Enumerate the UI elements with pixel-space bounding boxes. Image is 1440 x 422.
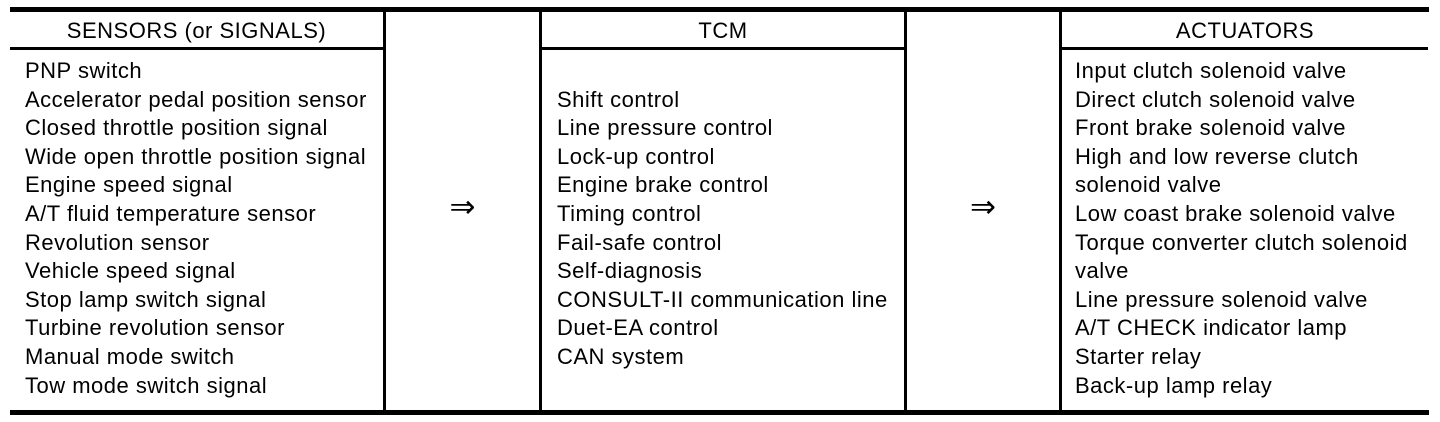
item-line: Closed throttle position signal: [25, 115, 328, 141]
top-rule: [10, 7, 1429, 12]
item-line: CONSULT-II communication line: [557, 286, 888, 312]
list-item: Tow mode switch signal: [25, 372, 381, 401]
list-item: Torque converter clutch solenoid valve: [1075, 229, 1427, 286]
actuators-column-header: ACTUATORS: [1175, 18, 1315, 43]
list-item: Closed throttle position signal: [25, 114, 381, 143]
item-line: CAN system: [557, 343, 685, 369]
list-item: A/T CHECK indicator lamp: [1075, 314, 1427, 343]
list-item: A/T fluid temperature sensor: [25, 200, 381, 229]
sensors-box-right-border: [383, 7, 386, 415]
list-item: Wide open throttle position signal: [25, 143, 381, 172]
list-item: Line pressure solenoid valve: [1075, 286, 1427, 315]
list-item: Line pressure control: [557, 114, 902, 143]
item-line: Engine brake control: [557, 172, 769, 198]
list-item: Revolution sensor: [25, 229, 381, 258]
item-line: Revolution sensor: [25, 229, 210, 255]
item-line: Turbine revolution sensor: [25, 315, 285, 341]
item-line: Tow mode switch signal: [25, 372, 268, 398]
item-line: Lock-up control: [557, 143, 715, 169]
item-line: A/T CHECK indicator lamp: [1075, 315, 1348, 341]
item-line: Front brake solenoid valve: [1075, 115, 1347, 141]
list-item: Manual mode switch: [25, 343, 381, 372]
list-item: High and low reverse clutch solenoid valv…: [1075, 143, 1427, 200]
sensors-to-tcm-arrow-icon: ⇒: [449, 189, 476, 225]
item-line: Fail-safe control: [557, 229, 723, 255]
item-line: Direct clutch solenoid valve: [1075, 86, 1356, 112]
item-line: A/T fluid temperature sensor: [25, 200, 317, 226]
item-line: Timing control: [557, 200, 702, 226]
list-item: Lock-up control: [557, 143, 902, 172]
item-line: Stop lamp switch signal: [25, 286, 267, 312]
item-line: Engine speed signal: [25, 172, 233, 198]
sensors-header-separator: [10, 47, 383, 50]
list-item: Engine brake control: [557, 171, 902, 200]
item-line: Duet-EA control: [557, 315, 719, 341]
list-item: Low coast brake solenoid valve: [1075, 200, 1427, 229]
sensors-column-header: SENSORS (or SIGNALS): [66, 18, 327, 43]
item-line: Shift control: [557, 86, 680, 112]
item-line: Accelerator pedal position sensor: [25, 86, 367, 112]
list-item: Accelerator pedal position sensor: [25, 86, 381, 115]
list-item: Starter relay: [1075, 343, 1427, 372]
list-item: CONSULT-II communication line: [557, 286, 902, 315]
actuators-box-left-border: [1059, 7, 1062, 415]
item-line: Manual mode switch: [25, 343, 235, 369]
list-item: Front brake solenoid valve: [1075, 114, 1427, 143]
list-item: PNP switch: [25, 57, 381, 86]
item-line: solenoid valve: [1075, 172, 1222, 198]
item-line: Input clutch solenoid valve: [1075, 58, 1347, 83]
list-item: Turbine revolution sensor: [25, 314, 381, 343]
tcm-header-separator: [542, 47, 904, 50]
list-item: CAN system: [557, 343, 902, 372]
list-item: Engine speed signal: [25, 171, 381, 200]
list-item: Vehicle speed signal: [25, 257, 381, 286]
item-line: Vehicle speed signal: [25, 258, 236, 284]
item-line: High and low reverse clutch: [1075, 143, 1359, 169]
item-line: Low coast brake solenoid valve: [1075, 200, 1396, 226]
list-item: Input clutch solenoid valve: [1075, 57, 1427, 86]
item-line: Self-diagnosis: [557, 258, 703, 284]
bottom-rule: [10, 410, 1429, 415]
actuators-header-separator: [1062, 47, 1428, 50]
item-line: Back-up lamp relay: [1075, 372, 1273, 398]
item-line: PNP switch: [25, 58, 143, 83]
tcm-box-right-border: [904, 7, 907, 415]
list-item: Duet-EA control: [557, 314, 902, 343]
list-item: Stop lamp switch signal: [25, 286, 381, 315]
list-item: Back-up lamp relay: [1075, 372, 1427, 401]
list-item: Self-diagnosis: [557, 257, 902, 286]
tcm-box-left-border: [539, 7, 542, 415]
list-item: Direct clutch solenoid valve: [1075, 86, 1427, 115]
tcm-to-actuators-arrow-icon: ⇒: [970, 189, 996, 225]
item-line: Line pressure solenoid valve: [1075, 286, 1368, 312]
tcm-column-header: TCM: [698, 18, 748, 43]
item-line: Torque converter clutch solenoid: [1075, 229, 1408, 255]
list-item: Fail-safe control: [557, 229, 902, 258]
list-item: Timing control: [557, 200, 902, 229]
item-line: Starter relay: [1075, 343, 1202, 369]
item-line: valve: [1075, 258, 1129, 284]
item-line: Line pressure control: [557, 115, 773, 141]
item-line: Wide open throttle position signal: [25, 143, 367, 169]
list-item: Shift control: [557, 86, 902, 115]
